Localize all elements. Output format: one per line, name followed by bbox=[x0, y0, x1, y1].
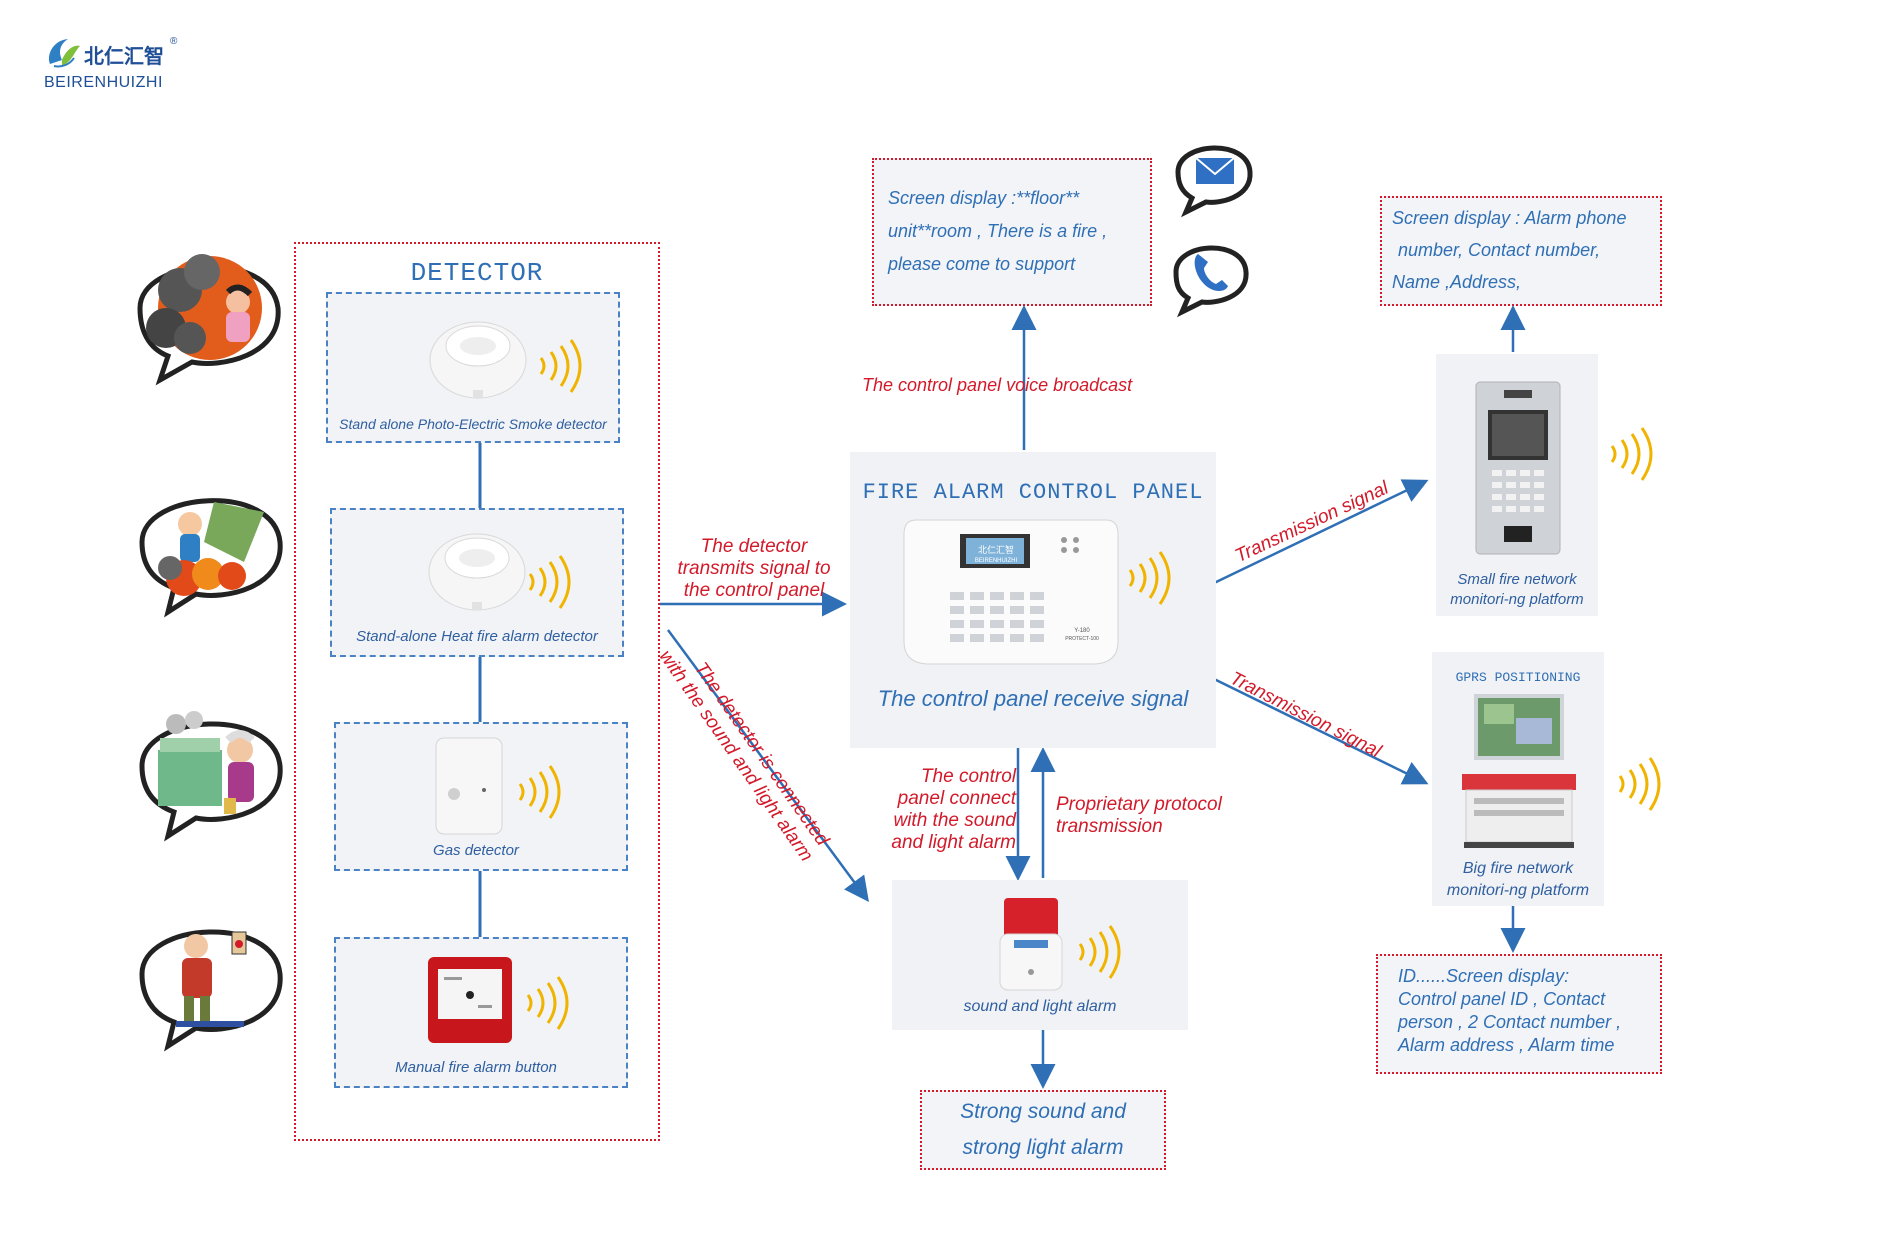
signal-wave-icon bbox=[528, 555, 571, 609]
arrow-panel-to-big-platform bbox=[1211, 676, 1429, 785]
scene-bubble-manual bbox=[124, 902, 294, 1054]
big-platform-id-box: ID......Screen display: Control panel ID… bbox=[1376, 954, 1662, 1074]
label-line: with the sound bbox=[893, 810, 1016, 831]
device-model-text: Y-180 bbox=[1074, 628, 1090, 634]
small-platform-device-image bbox=[1475, 381, 1561, 555]
sound-light-alarm-card[interactable]: sound and light alarm bbox=[892, 880, 1188, 1030]
big-platform-card[interactable]: GPRS POSITIONING Big fire network monito… bbox=[1432, 652, 1604, 906]
small-platform-caption: Small fire network monitori-ng platform bbox=[1436, 570, 1598, 610]
signal-wave-icon bbox=[1610, 427, 1653, 481]
label-line: the control panel bbox=[683, 580, 825, 601]
label-line: The control bbox=[920, 766, 1016, 787]
arrow-panel-to-small-platform bbox=[1211, 479, 1429, 586]
signal-wave-icon bbox=[526, 976, 569, 1030]
scene-bubble-gas bbox=[124, 694, 294, 844]
brand-logo: 北仁汇智 ® BEIRENHUIZHI bbox=[40, 36, 190, 96]
strong-alarm-line: strong light alarm bbox=[962, 1136, 1124, 1159]
logo-registered-mark: ® bbox=[170, 36, 178, 47]
caption-line: monitori-ng platform bbox=[1446, 882, 1590, 899]
detector-card-heat[interactable]: Stand-alone Heat fire alarm detector bbox=[330, 508, 624, 657]
label-line: Proprietary protocol bbox=[1056, 794, 1222, 815]
big-platform-kiosk-image bbox=[1462, 694, 1576, 848]
id-box-line: Alarm address , Alarm time bbox=[1398, 1035, 1615, 1055]
message-box: Screen display :**floor** unit**room , T… bbox=[872, 158, 1152, 306]
device-model-subtext: PROTECT-100 bbox=[1065, 636, 1099, 642]
sound-light-alarm-caption: sound and light alarm bbox=[963, 998, 1117, 1015]
caption-line: monitori-ng platform bbox=[1450, 591, 1584, 608]
phone-icon[interactable] bbox=[1166, 234, 1254, 318]
signal-wave-icon bbox=[1128, 551, 1171, 605]
strong-alarm-line: Strong sound and bbox=[960, 1100, 1126, 1123]
device-screen-subtext: BEIRENHUIZHI bbox=[975, 558, 1018, 564]
screen-box-line: number, Contact number, bbox=[1398, 240, 1601, 260]
label-proprietary-protocol: Proprietary protocol transmission bbox=[1056, 794, 1222, 838]
id-box-line: Control panel ID , Contact bbox=[1398, 989, 1606, 1009]
small-platform-screen-box: Screen display : Alarm phone number, Con… bbox=[1380, 196, 1662, 306]
label-panel-to-alarm: The control panel connect with the sound… bbox=[866, 766, 1016, 854]
detector-caption: Stand alone Photo-Electric Smoke detecto… bbox=[339, 416, 607, 432]
scene-bubble-heat bbox=[124, 472, 294, 620]
control-panel-device-image: 北仁汇智 BEIRENHUIZHI Y-180 PROTECT-100 bbox=[903, 519, 1119, 665]
detector-caption: Stand-alone Heat fire alarm detector bbox=[356, 628, 598, 645]
signal-wave-icon bbox=[518, 765, 561, 819]
scene-bubble-smoke bbox=[120, 238, 290, 388]
message-line: Screen display :**floor** bbox=[888, 188, 1080, 208]
gas-detector-image bbox=[435, 737, 503, 835]
big-platform-title: GPRS POSITIONING bbox=[1455, 670, 1581, 685]
detector-card-smoke[interactable]: Stand alone Photo-Electric Smoke detecto… bbox=[326, 292, 620, 443]
control-panel-card[interactable]: FIRE ALARM CONTROL PANEL 北仁汇智 BEIRENHUIZ… bbox=[850, 452, 1216, 748]
arrow-detector-to-alarm bbox=[666, 629, 869, 903]
smoke-detector-image bbox=[429, 321, 527, 399]
label-line: transmission bbox=[1056, 816, 1163, 837]
detector-card-gas[interactable]: Gas detector bbox=[334, 722, 628, 871]
signal-wave-icon bbox=[539, 339, 582, 393]
detector-group-title: DETECTOR bbox=[410, 258, 544, 288]
label-line: and light alarm bbox=[891, 832, 1016, 853]
label-line: transmits signal to bbox=[677, 558, 831, 579]
logo-chinese-text: 北仁汇智 bbox=[84, 44, 164, 68]
logo-mark-icon bbox=[48, 39, 80, 68]
detector-caption: Manual fire alarm button bbox=[395, 1059, 557, 1076]
detector-card-manual[interactable]: Manual fire alarm button bbox=[334, 937, 628, 1088]
label-line: The detector bbox=[700, 536, 808, 557]
device-screen-text: 北仁汇智 bbox=[978, 544, 1014, 556]
strong-alarm-box: Strong sound and strong light alarm bbox=[920, 1090, 1166, 1170]
small-platform-card[interactable]: Small fire network monitori-ng platform bbox=[1436, 354, 1598, 616]
strobe-siren-image bbox=[999, 898, 1063, 991]
label-voice-broadcast: The control panel voice broadcast bbox=[862, 375, 1133, 395]
screen-box-line: Name ,Address, bbox=[1392, 272, 1522, 292]
signal-wave-icon bbox=[1078, 925, 1121, 979]
manual-call-point-image bbox=[428, 957, 512, 1043]
control-panel-title: FIRE ALARM CONTROL PANEL bbox=[862, 480, 1204, 505]
detector-group bbox=[294, 242, 660, 1141]
id-box-line: ID......Screen display: bbox=[1398, 966, 1570, 986]
caption-line: Small fire network bbox=[1457, 571, 1577, 588]
screen-box-line: Screen display : Alarm phone bbox=[1392, 208, 1627, 228]
message-line: please come to support bbox=[888, 254, 1076, 274]
caption-line: Big fire network bbox=[1462, 860, 1574, 877]
label-detector-to-panel: The detector transmits signal to the con… bbox=[664, 536, 844, 602]
detector-caption: Gas detector bbox=[433, 842, 519, 859]
id-box-line: person , 2 Contact number , bbox=[1398, 1012, 1622, 1032]
big-platform-caption: Big fire network monitori-ng platform bbox=[1432, 858, 1604, 902]
signal-wave-icon bbox=[1618, 757, 1661, 811]
heat-detector-image bbox=[428, 533, 526, 611]
envelope-icon[interactable] bbox=[1168, 132, 1258, 218]
label-line: panel connect bbox=[897, 788, 1016, 809]
control-panel-caption: The control panel receive signal bbox=[877, 686, 1189, 711]
logo-english-text: BEIRENHUIZHI bbox=[44, 74, 163, 91]
message-line: unit**room , There is a fire , bbox=[888, 221, 1108, 241]
